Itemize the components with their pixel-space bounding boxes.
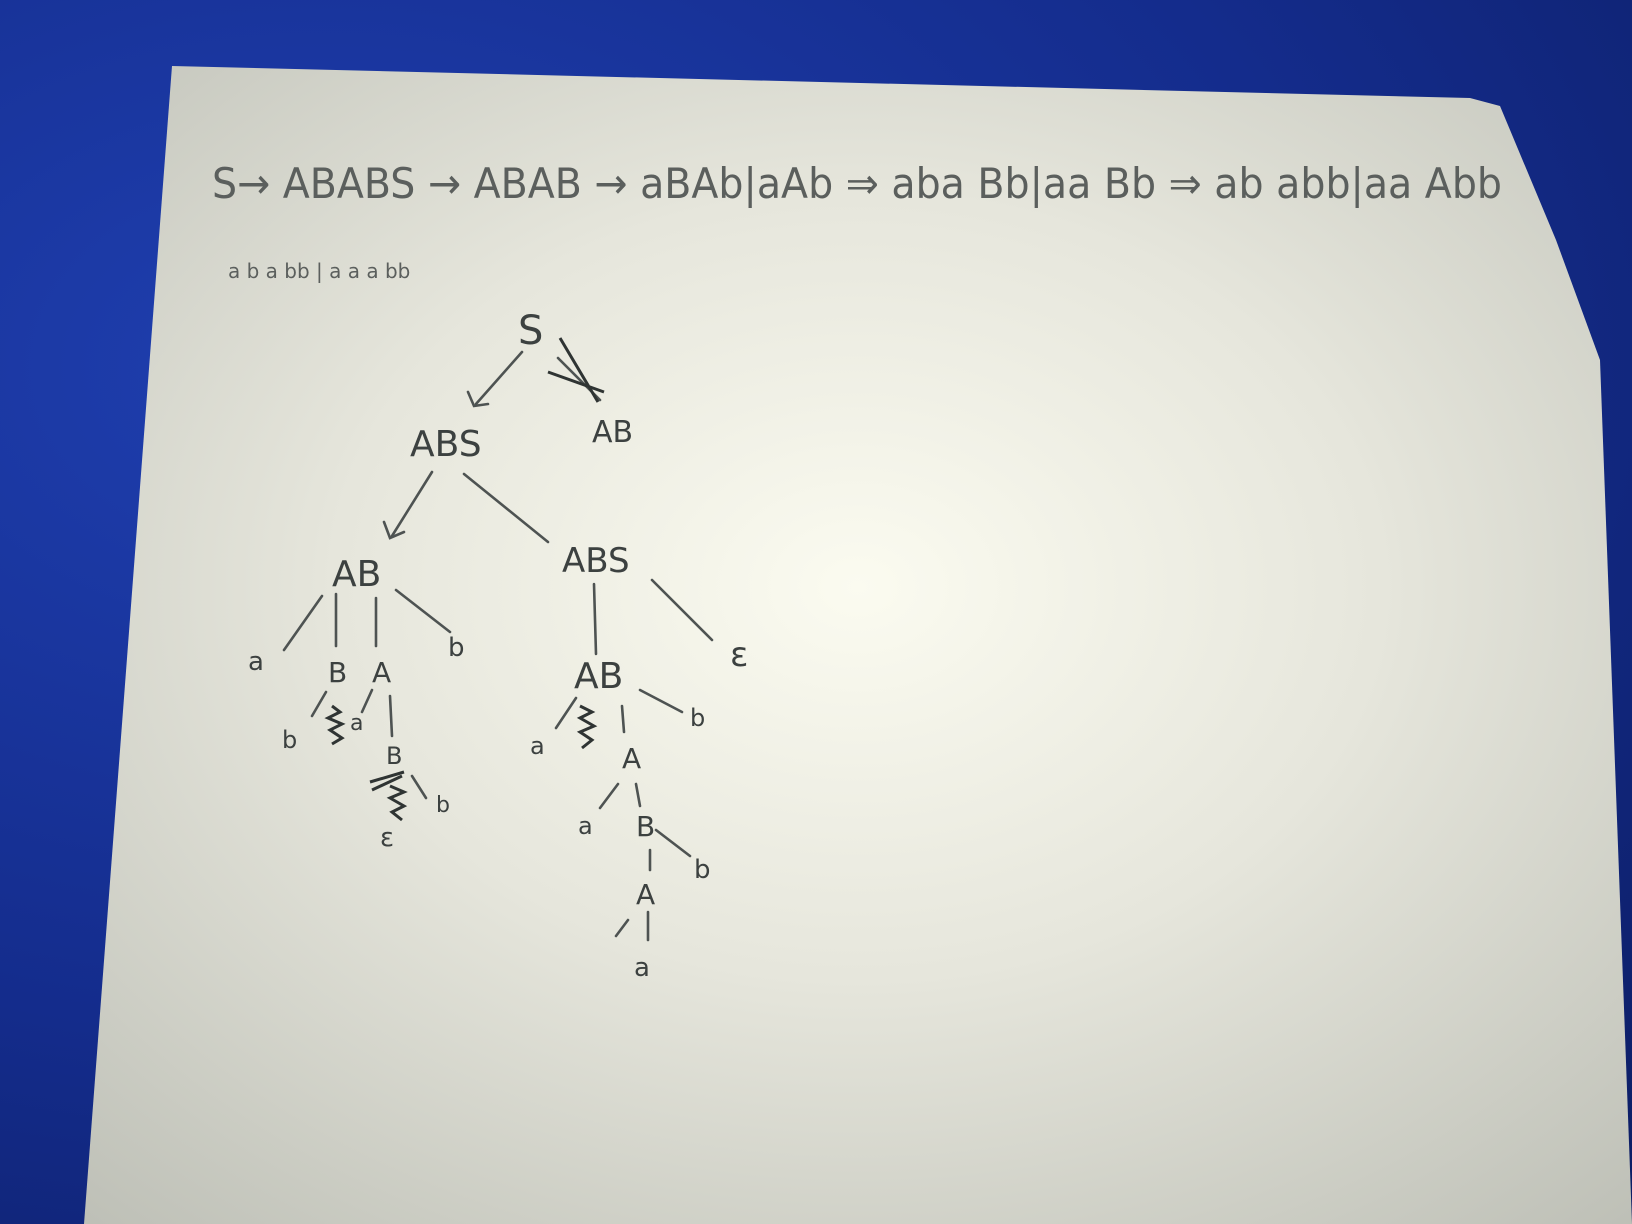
node-b-under-a-mid: B bbox=[636, 810, 655, 843]
scribble-marks bbox=[324, 337, 605, 822]
leaf-b-left: b bbox=[448, 633, 465, 663]
node-abs-2: ABS bbox=[562, 541, 630, 581]
node-ab-left: AB bbox=[332, 554, 381, 595]
crossed-branch-label: AB bbox=[592, 415, 633, 450]
leaf-a-bottom: a bbox=[634, 953, 650, 983]
leaf-b-under-b-mid: b bbox=[694, 855, 711, 885]
leaf-a-middle: a bbox=[530, 732, 545, 760]
derivation-line-2: a b a bb | a a a bb bbox=[228, 259, 410, 283]
node-b-under-a: B bbox=[386, 742, 402, 770]
tree-edges bbox=[282, 350, 714, 942]
derivation-line-1: S→ ABABS → ABAB → aBAb|aAb ⇒ aba Bb|aa B… bbox=[212, 159, 1502, 208]
node-a-middle: A bbox=[622, 742, 641, 775]
leaf-a-under-a-mid: a bbox=[578, 812, 593, 840]
node-abs-1: ABS bbox=[410, 424, 482, 465]
node-a-under-b-mid: A bbox=[636, 878, 655, 911]
node-a-left: A bbox=[372, 656, 391, 689]
leaf-epsilon-left: ε bbox=[380, 823, 394, 853]
leaf-b-under-b: b bbox=[282, 726, 297, 754]
paper-sheet bbox=[84, 66, 1632, 1224]
node-b-left: B bbox=[328, 656, 347, 689]
leaf-b-middle: b bbox=[690, 704, 705, 732]
leaf-a-left: a bbox=[248, 647, 264, 677]
node-epsilon-right: ε bbox=[730, 635, 748, 675]
leaf-b-under-b2: b bbox=[436, 793, 450, 818]
tree-root-s: S bbox=[518, 308, 543, 354]
leaf-a-under-a: a bbox=[350, 711, 363, 736]
node-ab-middle: AB bbox=[574, 656, 623, 697]
